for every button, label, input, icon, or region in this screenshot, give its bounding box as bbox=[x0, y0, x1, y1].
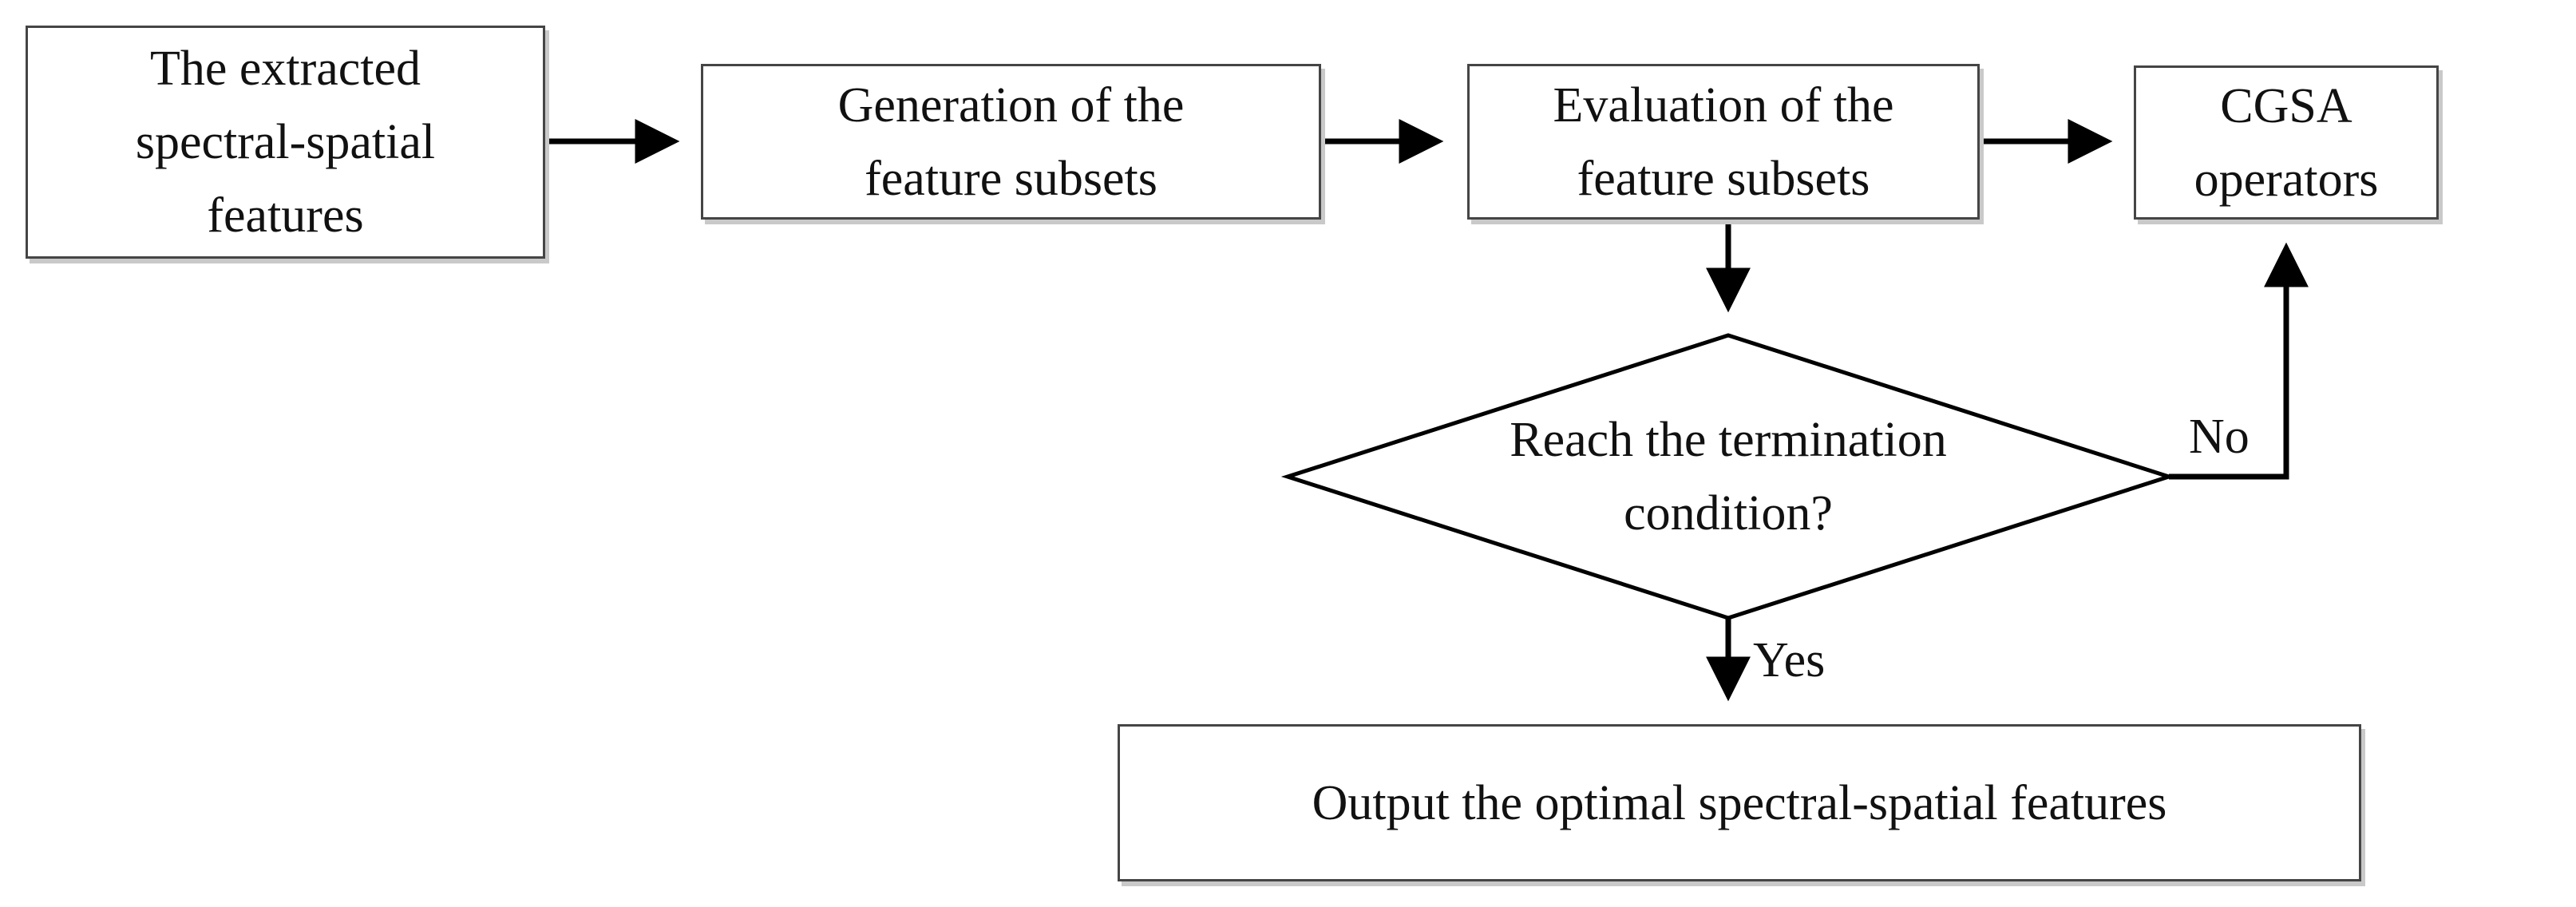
node-extracted-features-line1: The extracted bbox=[149, 42, 421, 96]
node-cgsa-operators: CGSA operators bbox=[2134, 65, 2439, 220]
edge-label-no: No bbox=[2189, 410, 2250, 464]
node-extracted-features-line2: spectral-spatial bbox=[135, 115, 436, 169]
node-extracted-features-line3: features bbox=[207, 188, 364, 243]
node-generation-line1: Generation of the bbox=[837, 77, 1185, 133]
node-generation-feature-subsets: Generation of the feature subsets bbox=[701, 64, 1321, 220]
node-output-optimal-features: Output the optimal spectral-spatial feat… bbox=[1118, 724, 2361, 881]
edge-termination-no-to-cgsa-arrow bbox=[2169, 242, 2309, 480]
node-cgsa-line2: operators bbox=[2194, 152, 2379, 207]
node-evaluation-line2: feature subsets bbox=[1577, 151, 1870, 206]
node-output-line1: Output the optimal spectral-spatial feat… bbox=[1312, 775, 2167, 830]
node-evaluation-line1: Evaluation of the bbox=[1553, 77, 1894, 133]
node-termination-condition-label: Reach the termination condition? bbox=[1409, 399, 2048, 554]
node-termination-line2: condition? bbox=[1624, 486, 1833, 541]
edge-label-yes: Yes bbox=[1753, 633, 1826, 687]
node-cgsa-line1: CGSA bbox=[2220, 78, 2352, 133]
node-extracted-features: The extracted spectral-spatial features bbox=[26, 26, 545, 259]
node-evaluation-feature-subsets: Evaluation of the feature subsets bbox=[1467, 64, 1980, 220]
node-termination-line1: Reach the termination bbox=[1510, 413, 1947, 467]
node-generation-line2: feature subsets bbox=[865, 151, 1157, 206]
